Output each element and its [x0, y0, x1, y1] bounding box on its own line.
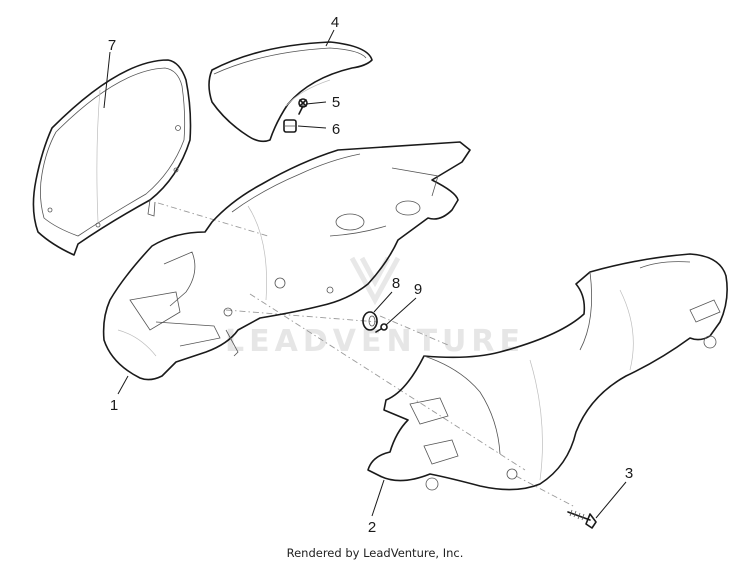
rubber-plug-part-8 [362, 311, 378, 331]
watermark-text: LEADVENTURE [225, 324, 525, 359]
upper-cover-part [208, 41, 373, 143]
windshield-part [32, 59, 192, 256]
callout-1: 1 [110, 397, 118, 414]
watermark-logo: LEADVENTURE [225, 256, 525, 359]
rear-handlebar-cover-part [367, 253, 728, 491]
callout-9: 9 [414, 281, 422, 298]
alignment-lines [157, 202, 576, 508]
callout-8: 8 [392, 275, 400, 292]
front-handlebar-cover-part [102, 141, 471, 381]
callout-4: 4 [331, 14, 339, 31]
screw-part-5 [298, 98, 308, 115]
screw-part-9 [375, 323, 388, 333]
callout-3: 3 [625, 465, 633, 482]
screw-part-3 [567, 509, 597, 529]
footer-credit: Rendered by LeadVenture, Inc. [286, 546, 464, 560]
callout-6: 6 [332, 121, 340, 138]
callout-2: 2 [368, 519, 376, 536]
callout-7: 7 [108, 37, 116, 54]
callout-5: 5 [332, 94, 340, 111]
leader-lines [103, 29, 627, 519]
clip-nut-part-6 [283, 119, 297, 133]
callout-numbers: 7 4 5 6 8 9 1 2 3 [108, 14, 633, 536]
